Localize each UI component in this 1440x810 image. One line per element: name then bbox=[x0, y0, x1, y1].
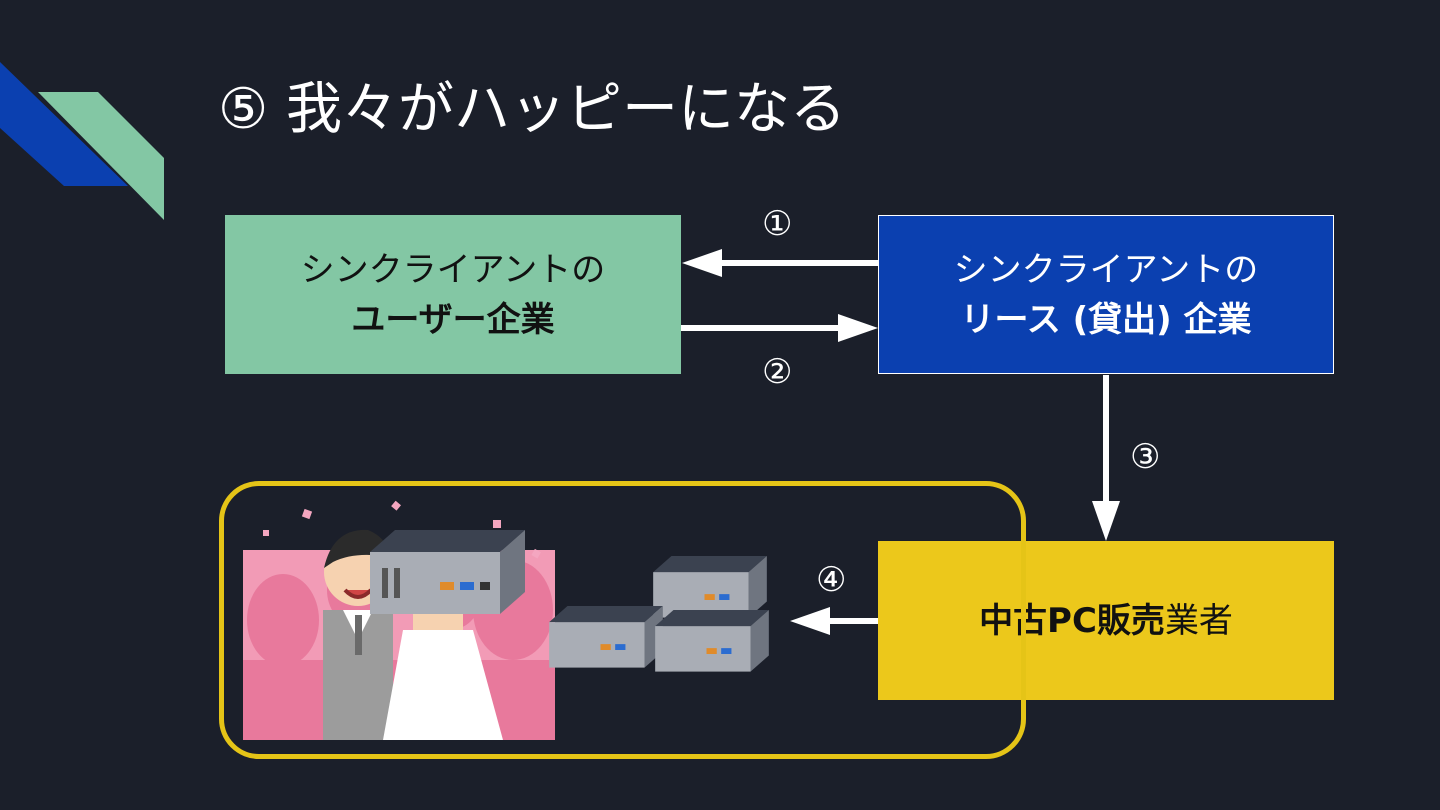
arrow-1-head bbox=[682, 249, 722, 277]
slide-title: ⑤ 我々がハッピーになる bbox=[218, 77, 847, 142]
user-company-box: シンクライアントの ユーザー企業 bbox=[225, 215, 681, 374]
step-1-label: ① bbox=[762, 204, 793, 244]
step-4-label: ④ bbox=[816, 560, 847, 600]
lease-company-box: シンクライアントの リース (貸出) 企業 bbox=[878, 215, 1334, 374]
step-2-label: ② bbox=[762, 352, 793, 392]
lease-company-line2: リース (貸出) 企業 bbox=[960, 299, 1252, 340]
used-pc-dealer-box: 中古PC販売業者 bbox=[878, 541, 1334, 700]
mini-pc-illustration bbox=[370, 530, 525, 614]
mini-pc-illustration bbox=[655, 610, 769, 672]
lease-company-line1: シンクライアントの bbox=[953, 249, 1259, 290]
user-company-line2: ユーザー企業 bbox=[351, 299, 555, 340]
corner-stripes-decoration bbox=[0, 62, 164, 220]
happy-group-frame bbox=[219, 481, 1026, 759]
mini-pc-illustration bbox=[549, 606, 663, 668]
used-pc-dealer-bold: 中古PC販売 bbox=[979, 600, 1165, 641]
arrow-4-head bbox=[790, 607, 830, 635]
arrow-2-head bbox=[838, 314, 878, 342]
used-pc-dealer-normal: 業者 bbox=[1164, 600, 1233, 641]
arrow-3-head bbox=[1092, 501, 1120, 541]
step-3-label: ③ bbox=[1130, 437, 1161, 477]
user-company-line1: シンクライアントの bbox=[300, 249, 606, 290]
